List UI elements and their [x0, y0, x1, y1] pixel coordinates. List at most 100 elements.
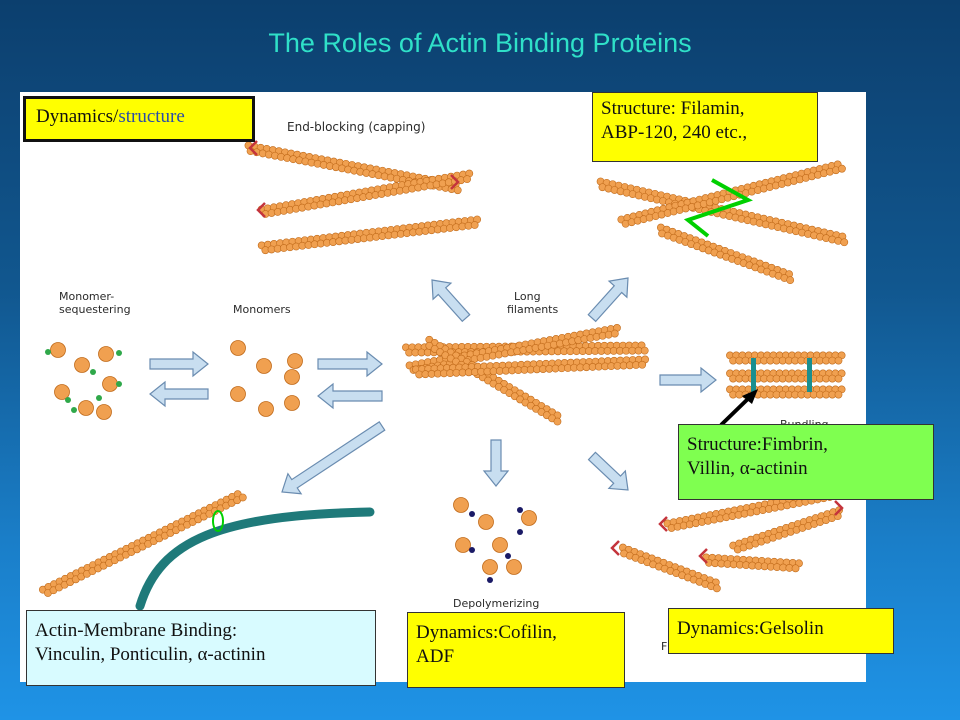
pointer-head [742, 389, 758, 404]
membrane-curve [135, 507, 375, 611]
filamin-line-2: ABP-120, 240 etc., [601, 122, 748, 143]
arrow-to-depolymerizing [482, 439, 510, 487]
actin-bead [834, 390, 843, 399]
monomer [98, 346, 114, 362]
filaments-layer [38, 141, 849, 597]
cofilin-line-2: ADF [416, 646, 455, 667]
monomer [287, 353, 303, 369]
monomer [284, 395, 300, 411]
actin-bead [553, 417, 562, 426]
actin-bead [238, 493, 247, 502]
fragment-filament-3 [619, 543, 721, 593]
sequester-dot [90, 369, 96, 375]
fragment-filament-1 [663, 486, 846, 532]
monomer [492, 537, 508, 553]
label-long-filaments-2: filaments [507, 303, 559, 316]
sequester-dot [96, 395, 102, 401]
dynamics-structure-text-a: Dynamics/ [36, 106, 119, 127]
capping-filament-2 [257, 169, 474, 218]
arrow-monomer-to-sequester [149, 380, 209, 408]
arrow-to-membrane [281, 420, 386, 495]
label-monomers: Monomers [233, 303, 291, 316]
decoration-layer [45, 140, 844, 611]
cofilin-dot [469, 511, 475, 517]
cofilin-dot [517, 529, 523, 535]
fimbrin-line-1: Structure:Fimbrin, [687, 434, 828, 455]
arrow-to-capping [431, 279, 471, 323]
monomer [258, 401, 274, 417]
fimbrin-box: Structure:Fimbrin, Villin, α-actinin [678, 424, 934, 500]
dynamics-structure-box: Dynamics/structure [23, 96, 255, 142]
sequester-dot [71, 407, 77, 413]
monomer [230, 386, 246, 402]
bundle-filament-1 [726, 351, 846, 365]
fragment-cap-1 [658, 516, 668, 532]
fimbrin-line-2: Villin, α-actinin [687, 458, 808, 479]
actin-bead [834, 374, 843, 383]
fragment-cap-3 [610, 540, 620, 556]
filamin-line-1: Structure: Filamin, [601, 98, 745, 119]
fragment-cap-2 [834, 500, 844, 516]
membrane-binding-box: Actin-Membrane Binding: Vinculin, Pontic… [26, 610, 376, 686]
monomer [54, 384, 70, 400]
cofilin-dot [469, 547, 475, 553]
arrow-to-filamin [587, 277, 629, 323]
cap-bracket-3 [256, 202, 266, 218]
label-monomer-sequestering-1: Monomer- [59, 290, 115, 303]
actin-bead [638, 360, 647, 369]
bundle-link-2 [807, 358, 812, 392]
monomer [455, 537, 471, 553]
filamin-filament-2 [617, 160, 846, 228]
monomer [506, 559, 522, 575]
monomer [78, 400, 94, 416]
monomer [102, 376, 118, 392]
actin-bead [838, 164, 846, 173]
cofilin-dot [487, 577, 493, 583]
monomer [96, 404, 112, 420]
fragment-filament-4 [702, 553, 803, 573]
membrane-filament [38, 490, 247, 597]
actin-bead [640, 346, 649, 355]
monomer [256, 358, 272, 374]
filamin-filament-3 [656, 223, 795, 285]
label-capping: End-blocking (capping) [287, 120, 426, 134]
actin-bead [463, 175, 472, 184]
monomer [521, 510, 537, 526]
gelsolin-text: Dynamics:Gelsolin [677, 618, 824, 639]
monomer [284, 369, 300, 385]
cofilin-dot [517, 507, 523, 513]
monomer [74, 357, 90, 373]
actin-bead [791, 564, 800, 573]
arrow-monomer-to-filament [317, 350, 383, 378]
sequester-dot [116, 350, 122, 356]
membrane-line-1: Actin-Membrane Binding: [35, 620, 238, 641]
cofilin-line-1: Dynamics:Cofilin, [416, 622, 557, 643]
fragment-cap-4 [698, 548, 708, 564]
capping-filament-3 [257, 215, 482, 255]
actin-bead [712, 584, 721, 593]
fragment-filament-2 [729, 506, 843, 554]
long-filament-4 [411, 355, 649, 379]
cofilin-dot [505, 553, 511, 559]
label-fragmenting: F [661, 640, 668, 653]
membrane-line-2: Vinculin, Ponticulin, α-actinin [35, 644, 266, 665]
label-monomer-sequestering-2: sequestering [59, 303, 131, 316]
vinculin-link [212, 510, 224, 532]
cap-bracket-2 [450, 174, 460, 190]
sequester-dot [45, 349, 51, 355]
monomer [230, 340, 246, 356]
label-depolymerizing: Depolymerizing [453, 597, 540, 610]
sequester-dot [65, 397, 71, 403]
monomer [478, 514, 494, 530]
actin-bead [786, 276, 795, 285]
actin-bead [610, 329, 619, 338]
arrow-sequester-to-monomer [149, 350, 209, 378]
actin-bead [840, 238, 849, 247]
cap-bracket-1 [248, 140, 258, 156]
filamin-crosslink [683, 178, 753, 238]
sequester-dot [116, 381, 122, 387]
actin-bead [453, 186, 462, 195]
bundle-filament-2 [726, 369, 846, 383]
slide-title: The Roles of Actin Binding Proteins [268, 28, 692, 58]
